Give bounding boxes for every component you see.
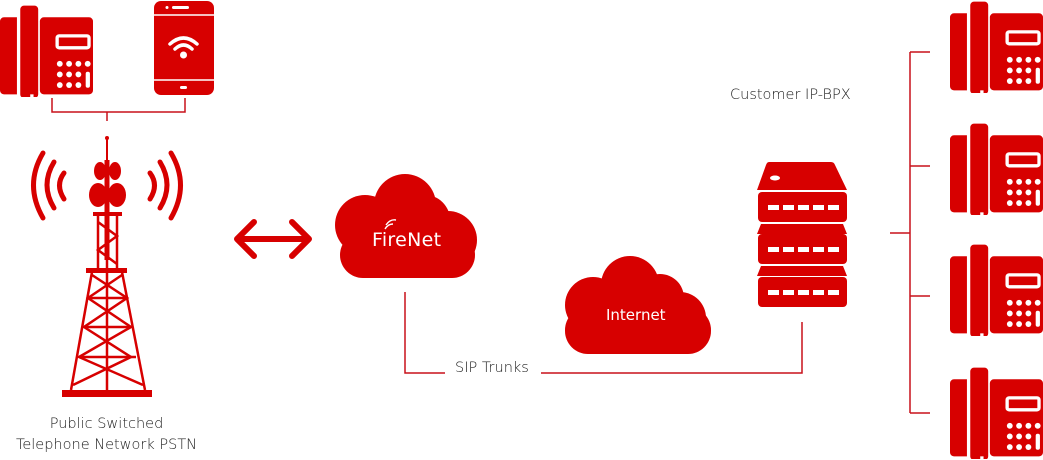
pstn-label: Public Switched Telephone Network PSTN <box>0 414 213 456</box>
extension-phone-4-icon <box>950 366 1043 460</box>
extension-phone-3-icon <box>950 243 1043 355</box>
pstn-label-line1: Public Switched <box>49 416 164 432</box>
extension-phone-2-icon <box>950 122 1043 234</box>
sip-trunks-label: SIP Trunks <box>451 360 533 376</box>
cell-tower-icon <box>31 136 183 397</box>
internet-cloud-icon <box>565 256 711 354</box>
firenet-cloud-icon <box>335 174 477 278</box>
extension-phone-1-icon <box>950 0 1043 112</box>
bidirectional-arrow-icon <box>234 219 312 259</box>
pstn-desk-phone-icon <box>0 4 93 116</box>
extensions-bracket <box>890 51 930 414</box>
smartphone-wifi-icon <box>154 1 214 95</box>
customer-pbx-label: Customer IP-BPX <box>730 87 851 103</box>
firenet-logo-wifi-icon <box>384 219 397 230</box>
internet-label: Internet <box>606 306 666 324</box>
firenet-label: FireNet <box>372 229 442 251</box>
devices-connector <box>51 98 186 121</box>
sip-trunk-line <box>404 292 803 374</box>
pstn-label-line2: Telephone Network PSTN <box>15 437 198 453</box>
server-stack-icon <box>757 162 847 307</box>
